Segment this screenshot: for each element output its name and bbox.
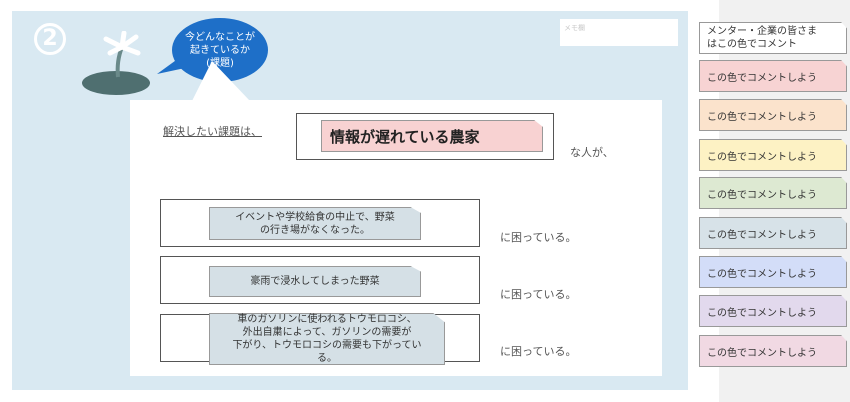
memo-box[interactable]: メモ欄 bbox=[560, 19, 678, 46]
mentor-comment-header-note[interactable]: メンター・企業の皆さま はこの色でコメント bbox=[699, 22, 847, 54]
comment-note-yellow[interactable]: この色でコメントしよう bbox=[699, 139, 847, 171]
worksheet-panel: 解決したい課題は、 情報が遅れている農家 な人が、 イベントや学校給食の中止で、… bbox=[130, 100, 662, 376]
comment-note-green[interactable]: この色でコメントしよう bbox=[699, 177, 847, 209]
trouble-label-3: に困っている。 bbox=[500, 345, 577, 358]
bubble-line: 今どんなことが bbox=[185, 31, 255, 43]
note-line: る。 bbox=[316, 353, 337, 364]
note-line: はこの色でコメント bbox=[707, 39, 797, 50]
person-label: な人が、 bbox=[570, 146, 614, 159]
comment-note-blue[interactable]: この色でコメントしよう bbox=[699, 256, 847, 288]
target-sticky-note[interactable]: 情報が遅れている農家 bbox=[321, 120, 543, 152]
comment-note-orange[interactable]: この色でコメントしよう bbox=[699, 99, 847, 131]
callout-wedge bbox=[192, 61, 250, 101]
bubble-line: (課題) bbox=[206, 57, 234, 69]
page-number-badge: 2 bbox=[34, 23, 66, 55]
comment-note-grey[interactable]: この色でコメントしよう bbox=[699, 217, 847, 249]
target-frame: 情報が遅れている農家 bbox=[296, 113, 554, 160]
trouble-label-1: に困っている。 bbox=[500, 231, 577, 244]
trouble-label-2: に困っている。 bbox=[500, 288, 577, 301]
note-line: 下がり、トウモロコシの需要も下がってい bbox=[232, 340, 422, 351]
comment-note-pink[interactable]: この色でコメントしよう bbox=[699, 60, 847, 92]
problem-sticky-note-3[interactable]: 車のガソリンに使われるトウモロコシ、 外出自粛によって、ガソリンの需要が 下がり… bbox=[209, 313, 445, 365]
problem-frame-3: 車のガソリンに使われるトウモロコシ、 外出自粛によって、ガソリンの需要が 下がり… bbox=[160, 313, 480, 365]
note-line: メンター・企業の皆さま bbox=[707, 26, 817, 37]
note-line: の行き場がなくなった。 bbox=[259, 224, 370, 236]
problem-frame-2: 豪雨で浸水してしまった野菜 bbox=[160, 256, 480, 304]
problem-sticky-note-2[interactable]: 豪雨で浸水してしまった野菜 bbox=[209, 266, 421, 297]
comment-note-purple[interactable]: この色でコメントしよう bbox=[699, 295, 847, 327]
palm-island-icon bbox=[82, 31, 150, 95]
problem-sticky-note-1[interactable]: イベントや学校給食の中止で、野菜 の行き場がなくなった。 bbox=[209, 207, 421, 240]
note-line: 豪雨で浸水してしまった野菜 bbox=[250, 276, 380, 287]
slide-canvas: 2 今どんなことが 起きているか (課題) メモ欄 解決したい課題は、 情報が遅… bbox=[12, 11, 688, 390]
issue-label: 解決したい課題は、 bbox=[163, 125, 262, 138]
note-line: イベントや学校給食の中止で、野菜 bbox=[235, 211, 395, 223]
note-line: 車のガソリンに使われるトウモロコシ、 bbox=[237, 314, 417, 325]
problem-frame-1: イベントや学校給食の中止で、野菜 の行き場がなくなった。 bbox=[160, 199, 480, 247]
comment-note-rose[interactable]: この色でコメントしよう bbox=[699, 335, 847, 367]
bubble-line: 起きているか bbox=[190, 44, 250, 56]
note-line: 外出自粛によって、ガソリンの需要が bbox=[242, 327, 412, 338]
